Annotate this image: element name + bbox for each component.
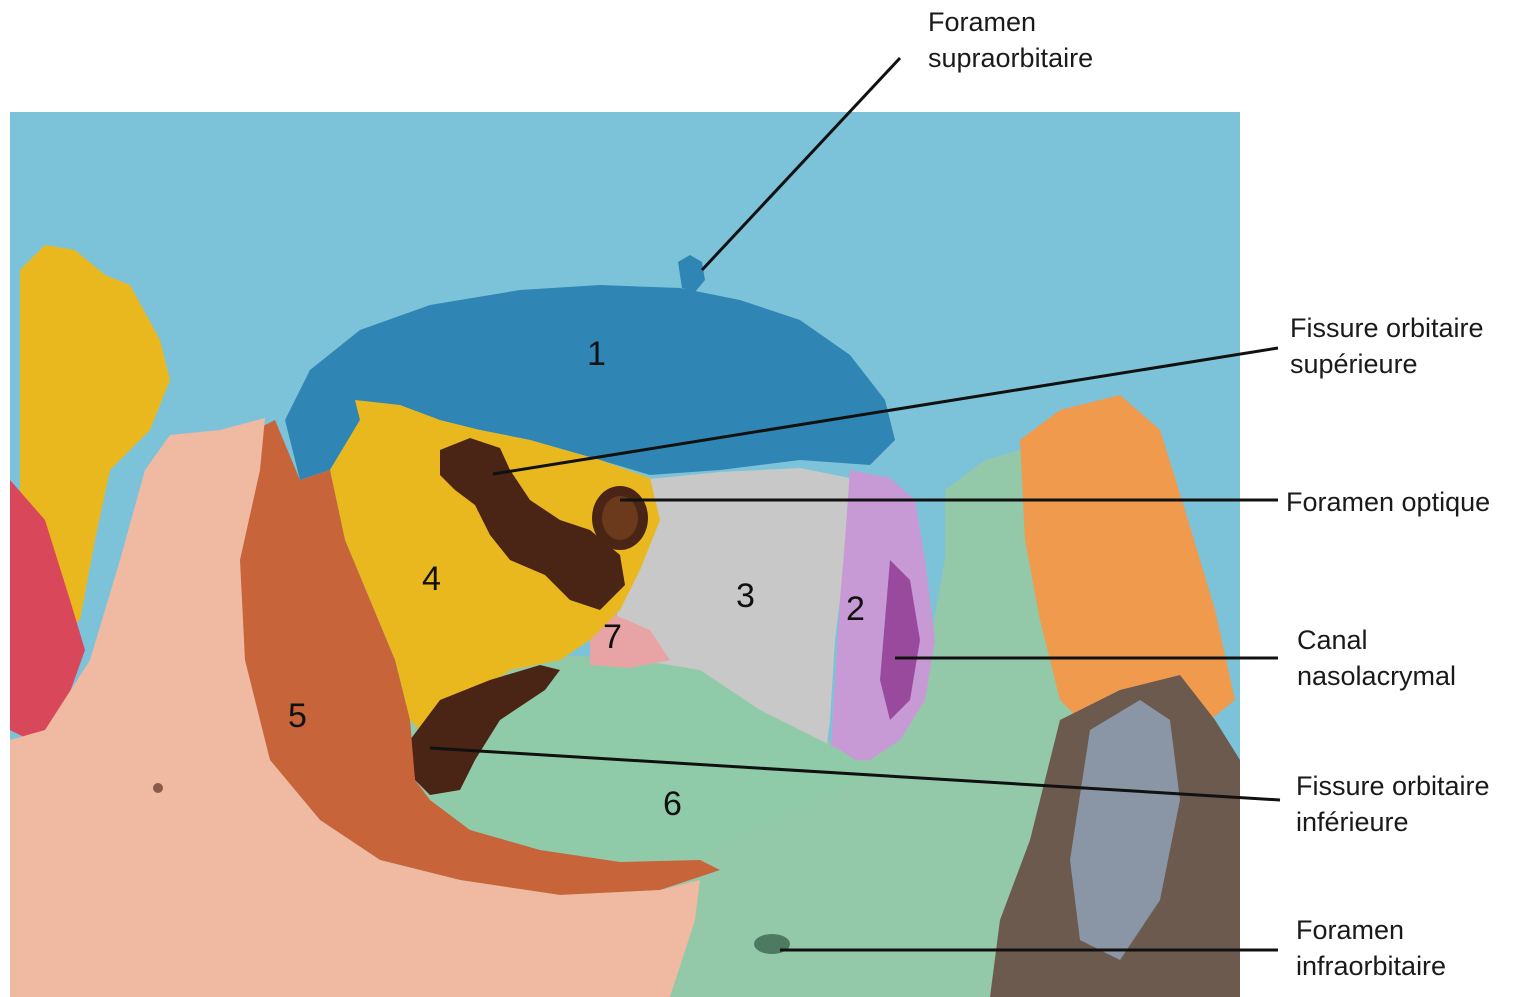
label-fissure-orbitaire-superieure: Fissure orbitaire supérieure	[1290, 310, 1484, 382]
zygomaticofacial-foramen	[153, 783, 163, 793]
label-foramen-infraorbitaire: Foramen infraorbitaire	[1296, 912, 1446, 984]
label-line: supraorbitaire	[928, 40, 1093, 76]
label-foramen-optique: Foramen optique	[1286, 484, 1490, 520]
label-line: infraorbitaire	[1296, 948, 1446, 984]
label-fissure-orbitaire-inferieure: Fissure orbitaire inférieure	[1296, 768, 1490, 840]
label-line: Foramen	[928, 4, 1093, 40]
region-number-3: 3	[736, 577, 755, 615]
label-line: Foramen	[1296, 912, 1446, 948]
region-number-4: 4	[422, 560, 441, 598]
label-canal-nasolacrymal: Canal nasolacrymal	[1297, 622, 1456, 694]
label-line: Canal	[1297, 622, 1456, 658]
label-line: Fissure orbitaire	[1296, 768, 1490, 804]
label-line: nasolacrymal	[1297, 658, 1456, 694]
region-number-6: 6	[663, 785, 682, 823]
label-line: supérieure	[1290, 346, 1484, 382]
label-line: Foramen optique	[1286, 484, 1490, 520]
region-number-5: 5	[288, 697, 307, 735]
orbit-painting	[10, 112, 1240, 997]
label-line: Fissure orbitaire	[1290, 310, 1484, 346]
region-number-1: 1	[587, 335, 606, 373]
region-number-7: 7	[603, 618, 622, 656]
label-foramen-supraorbitaire: Foramen supraorbitaire	[928, 4, 1093, 76]
label-line: inférieure	[1296, 804, 1490, 840]
region-number-2: 2	[846, 590, 865, 628]
